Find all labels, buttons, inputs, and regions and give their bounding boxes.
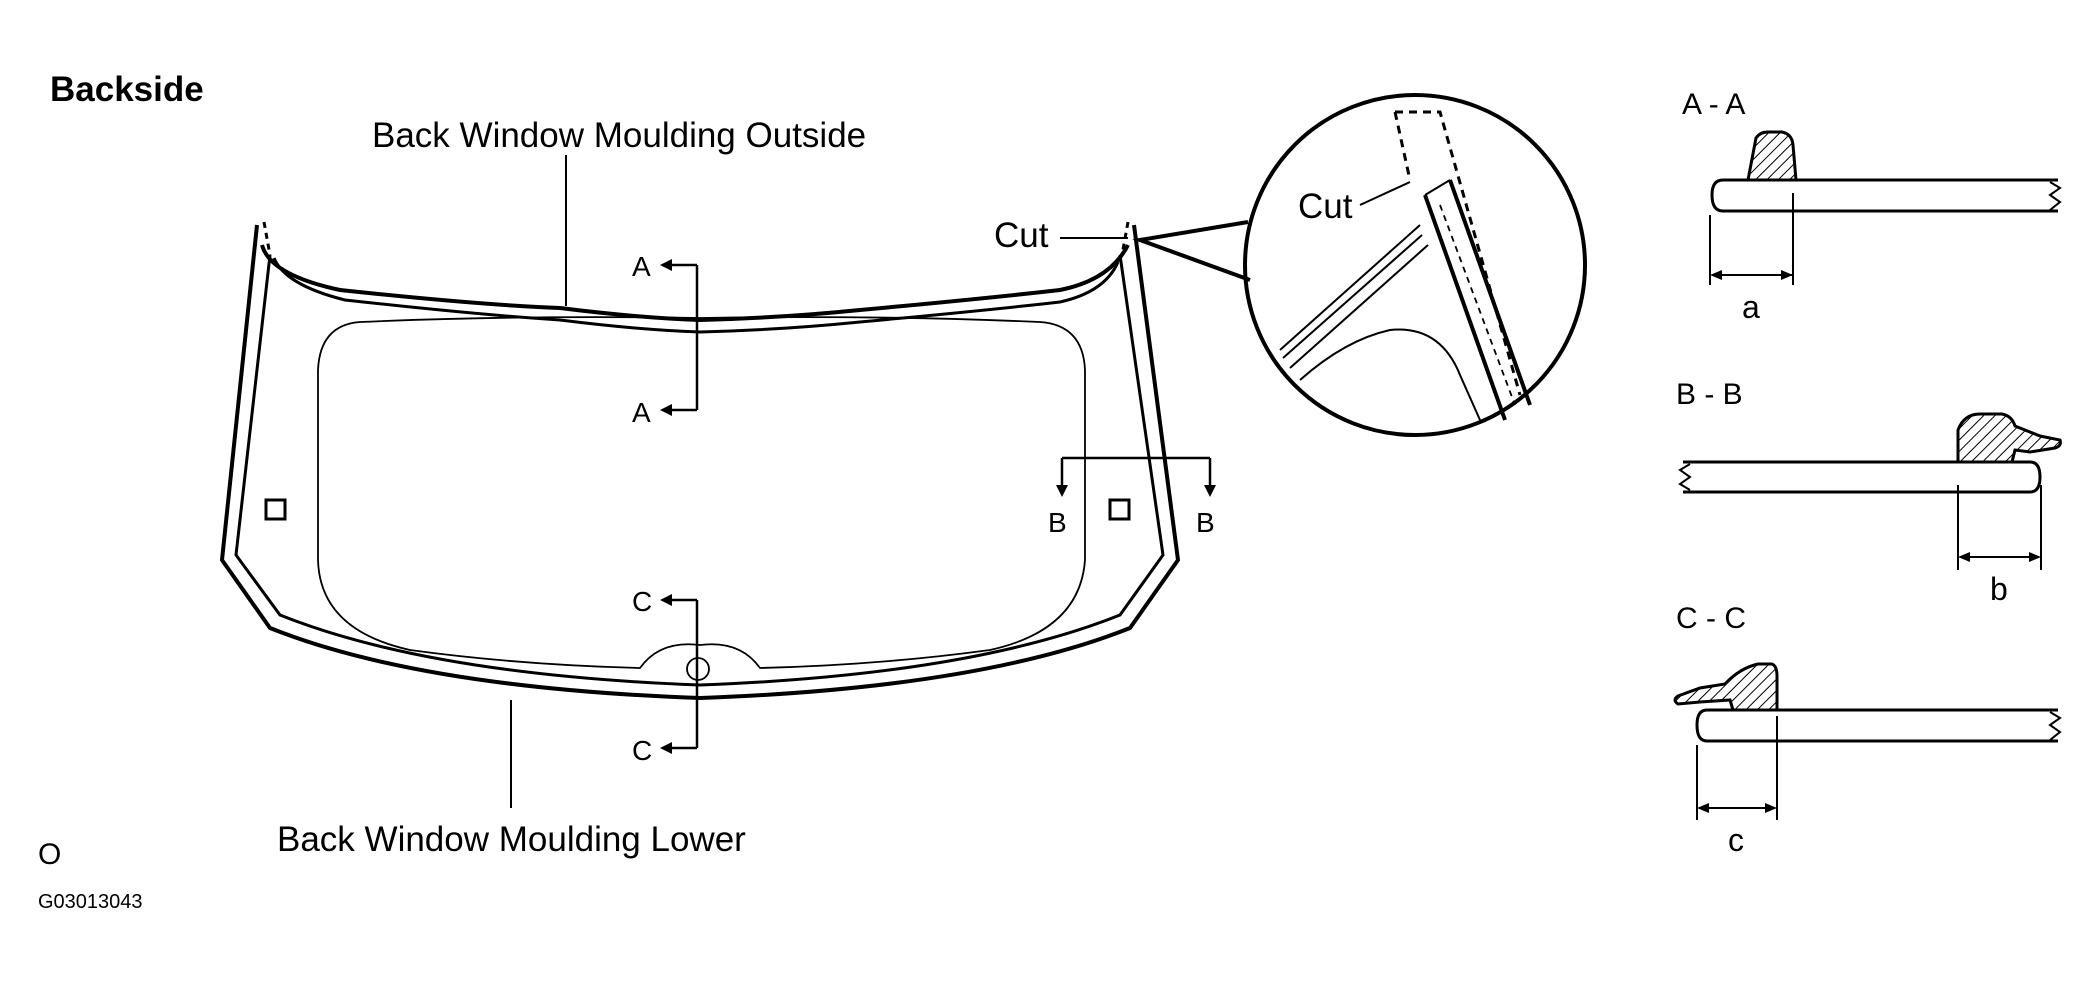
section-a-a-detail: A - A a [1682,88,2062,325]
section-mark-a: A A [632,251,699,428]
section-a-a-title: A - A [1682,88,1745,121]
section-b-b-detail: B - B b [1676,378,2062,607]
section-c-bottom: C [632,735,652,766]
moulding-lower-label: Back Window Moulding Lower [277,820,746,859]
section-b-right: B [1196,507,1215,538]
dimension-c: c [1728,822,1744,858]
back-window-glass [219,221,1181,701]
moulding-outside-label: Back Window Moulding Outside [372,116,866,155]
diagram-title: Backside [50,70,204,109]
dimension-a: a [1742,289,1760,325]
cut-label-main: Cut [994,216,1049,255]
section-b-left: B [1048,507,1067,538]
section-mark-c: C C [632,586,699,766]
dimension-b: b [1990,571,2008,607]
section-c-c-title: C - C [1676,602,1746,635]
corner-mark: O [38,838,61,871]
figure-code: G03013043 [38,891,143,913]
cut-label-detail: Cut [1298,187,1353,226]
section-a-bottom: A [632,397,651,428]
section-mark-b: B B [1048,456,1216,538]
clip-left [264,498,287,521]
clip-right [1108,498,1131,521]
section-a-top: A [632,251,651,282]
section-c-top: C [632,586,652,617]
cut-detail-magnifier: Cut [1132,93,1587,437]
section-b-b-title: B - B [1676,378,1743,411]
section-c-c-detail: C - C c [1673,602,2062,858]
